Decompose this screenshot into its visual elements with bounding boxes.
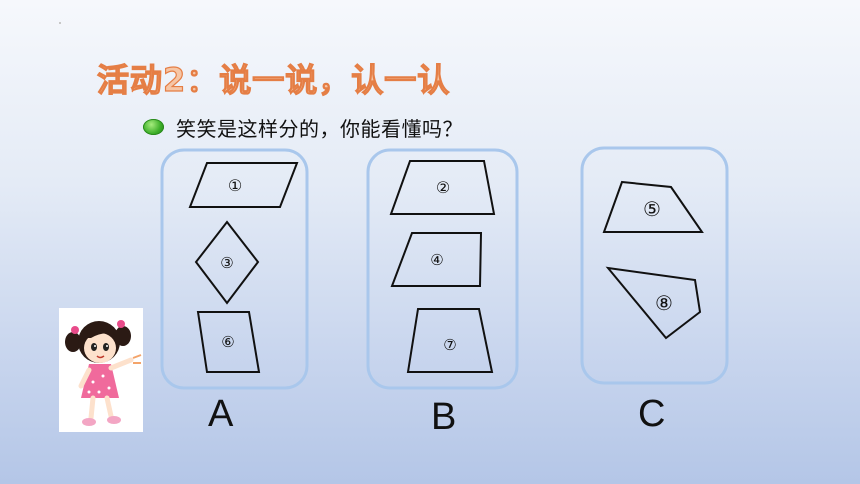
bullet-row: 笑笑是这样分的，你能看懂吗？ — [143, 114, 463, 141]
shape-3-number: ③ — [220, 254, 233, 272]
shape-2 — [389, 160, 496, 215]
group-b: ② ④ ⑦ — [366, 148, 519, 390]
group-c-border — [580, 146, 729, 385]
shape-8-number: ⑧ — [655, 291, 673, 315]
group-c-label: C — [638, 393, 666, 435]
shape-3 — [194, 220, 260, 305]
shape-6 — [196, 311, 261, 373]
shape-8 — [605, 266, 702, 340]
group-a-label: A — [208, 393, 234, 435]
shape-5 — [602, 180, 704, 233]
green-bullet-icon — [143, 119, 164, 135]
group-a-border — [160, 148, 309, 390]
girl-pointing-icon — [59, 308, 143, 432]
group-b-border — [366, 148, 519, 390]
group-c: ⑤ ⑧ — [580, 146, 729, 385]
shape-2-number: ② — [436, 178, 450, 197]
shape-1 — [188, 162, 299, 208]
shape-6-number: ⑥ — [221, 333, 234, 351]
group-b-label: B — [431, 396, 457, 438]
group-a: ① ③ ⑥ — [160, 148, 309, 390]
bullet-text: 笑笑是这样分的，你能看懂吗？ — [176, 116, 463, 141]
shape-4-number: ④ — [430, 251, 443, 269]
shape-4 — [390, 232, 483, 287]
decorative-dot — [59, 22, 61, 24]
shape-7 — [406, 308, 494, 373]
shape-5-number: ⑤ — [643, 197, 661, 221]
shape-1-number: ① — [228, 176, 242, 195]
shape-7-number: ⑦ — [443, 336, 456, 354]
slide-title: 活动2：说一说，认一认 — [96, 60, 451, 99]
